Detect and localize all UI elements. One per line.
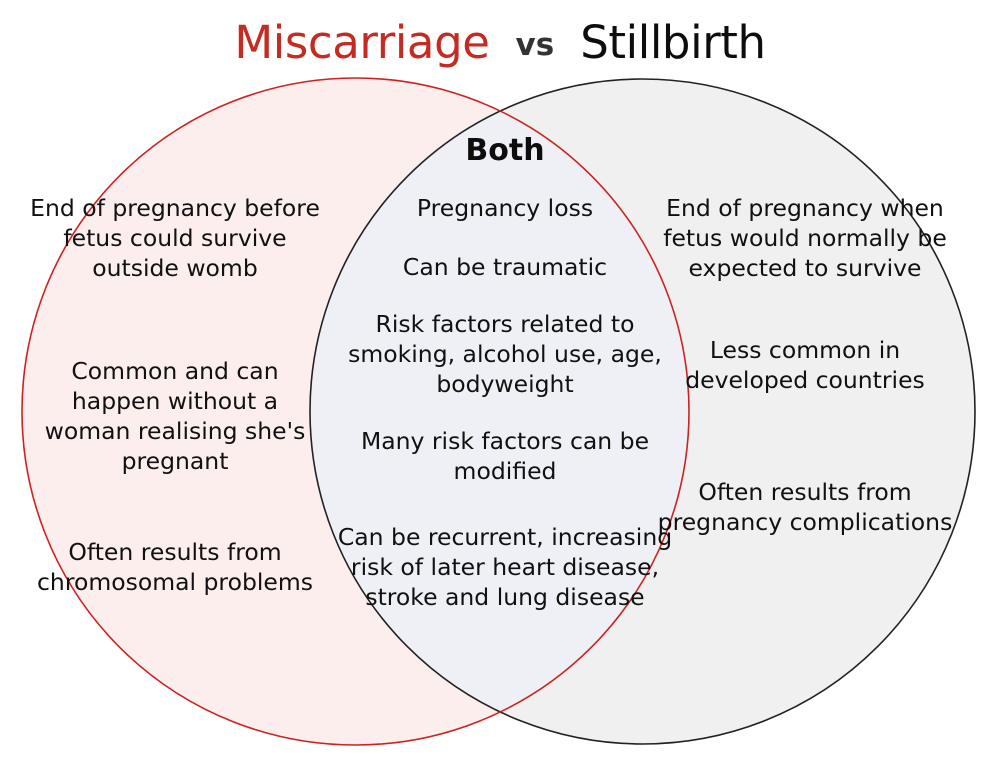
- left-item-2: Common and can happen without a woman re…: [44, 357, 306, 476]
- right-circle-outline: [309, 78, 976, 745]
- both-heading: Both: [465, 133, 545, 168]
- right-circle-text-column: End of pregnancy when fetus would normal…: [655, 193, 955, 538]
- both-item-4: Many risk factors can be modified: [360, 427, 650, 486]
- diagram-title: Miscarriage vs Stillbirth: [0, 8, 1000, 76]
- both-item-1: Pregnancy loss: [416, 194, 594, 222]
- left-circle-text-column: End of pregnancy before fetus could surv…: [30, 193, 320, 597]
- left-item-1: End of pregnancy before fetus could surv…: [30, 194, 320, 283]
- left-circle-outline: [21, 77, 690, 746]
- right-item-2: Less common in developed countries: [685, 336, 925, 395]
- title-miscarriage: Miscarriage: [234, 15, 490, 69]
- overlap-fill: [310, 79, 689, 744]
- both-item-2: Can be traumatic: [402, 253, 608, 282]
- right-item-1: End of pregnancy when fetus would normal…: [663, 194, 947, 283]
- both-item-3: Risk factors related to smoking, alcohol…: [348, 310, 662, 399]
- both-item-5: Can be recurrent, increasing risk of lat…: [337, 522, 673, 611]
- overlap-text-column: Pregnancy loss Can be traumatic Risk fac…: [335, 193, 675, 612]
- title-versus-separator: vs: [515, 26, 555, 63]
- title-stillbirth: Stillbirth: [580, 15, 766, 69]
- left-item-3: Often results from chromosomal problems: [37, 537, 313, 596]
- right-item-3: Often results from pregnancy complicatio…: [657, 478, 953, 537]
